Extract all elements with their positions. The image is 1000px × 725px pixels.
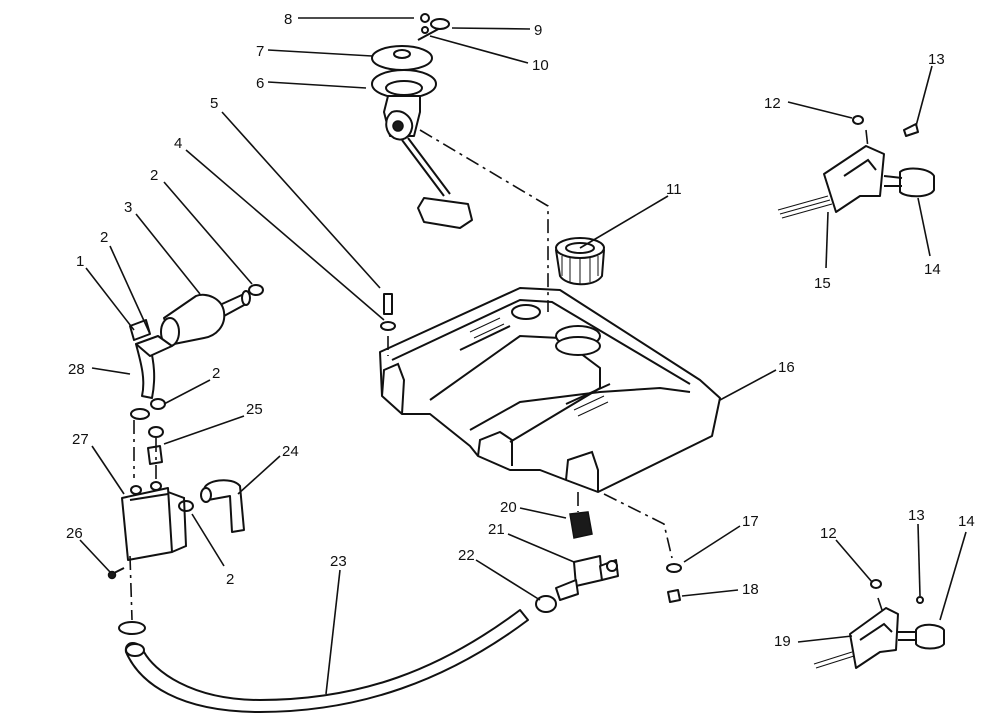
callout-14a: 14 (924, 261, 941, 278)
leader-lines (79, 17, 967, 695)
callout-12b: 12 (820, 525, 837, 542)
callout-27: 27 (72, 431, 89, 448)
callout-14b: 14 (958, 513, 975, 530)
callout-3: 3 (124, 199, 132, 216)
callout-22: 22 (458, 547, 475, 564)
callout-13a: 13 (928, 51, 945, 68)
fuel-tank (379, 287, 721, 493)
callout-2d: 2 (226, 571, 234, 588)
callout-28: 28 (68, 361, 85, 378)
fitting (147, 445, 163, 465)
fuel-cap (555, 237, 605, 286)
callout-25: 25 (246, 401, 263, 418)
callout-12a: 12 (764, 95, 781, 112)
fuel-filter-assembly (129, 290, 251, 399)
callout-10: 10 (532, 57, 549, 74)
callout-21: 21 (488, 521, 505, 538)
callout-26: 26 (66, 525, 83, 542)
callout-7: 7 (256, 43, 264, 60)
lower-bracket-assembly (813, 579, 945, 669)
elbow-hose (200, 479, 245, 533)
callout-1: 1 (76, 253, 84, 270)
fuel-hose (124, 609, 529, 713)
mounting-hardware (380, 293, 682, 603)
shutoff-valve-assembly (535, 511, 619, 613)
callout-5: 5 (210, 95, 218, 112)
callout-2a: 2 (150, 167, 158, 184)
callout-6: 6 (256, 75, 264, 92)
callout-17: 17 (742, 513, 759, 530)
callout-20: 20 (500, 499, 517, 516)
callout-13b: 13 (908, 507, 925, 524)
assembly-centerlines (129, 129, 883, 621)
fuel-sender-assembly (371, 13, 473, 229)
callout-24: 24 (282, 443, 299, 460)
callout-2c: 2 (212, 365, 220, 382)
callout-15: 15 (814, 275, 831, 292)
callout-11: 11 (666, 181, 682, 198)
callout-9: 9 (534, 22, 542, 39)
upper-bracket-assembly (777, 115, 935, 219)
callout-19: 19 (774, 633, 791, 650)
callout-2b: 2 (100, 229, 108, 246)
callout-18: 18 (742, 581, 759, 598)
callout-4: 4 (174, 135, 182, 152)
callout-16: 16 (778, 359, 795, 376)
callout-labels: 8 9 7 10 6 5 4 2 3 2 1 28 2 25 27 24 26 … (66, 11, 975, 650)
fuel-pump (107, 481, 188, 635)
callout-23: 23 (330, 553, 347, 570)
callout-8: 8 (284, 11, 292, 28)
